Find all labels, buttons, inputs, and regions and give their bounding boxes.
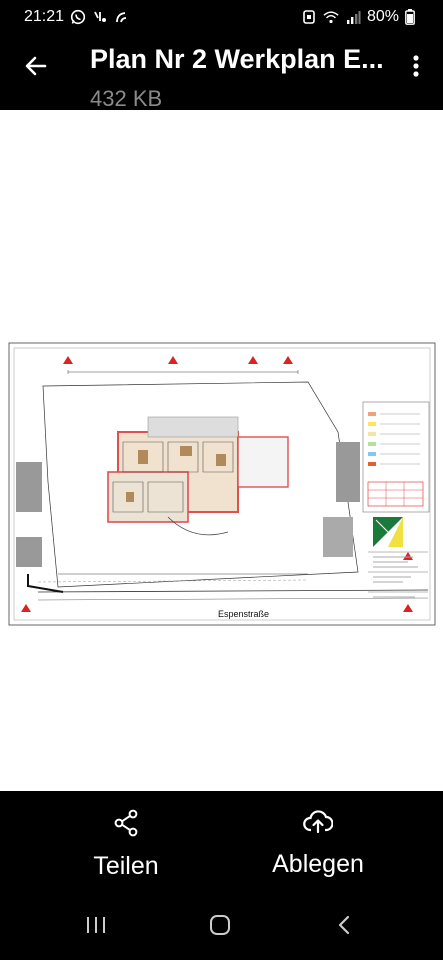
image-viewer[interactable]: Espenstraße [0,110,443,791]
recents-button[interactable] [76,913,116,941]
status-left: 21:21 [24,8,130,26]
file-title: Plan Nr 2 Werkplan E... [90,44,384,74]
status-bar: 21:21 80% [0,0,443,34]
cloud-upload-icon [303,809,334,840]
more-options-button[interactable] [401,50,431,86]
battery-percent: 80% [366,8,399,25]
share-label: Teilen [93,852,159,880]
floor-plan-image: Espenstraße [8,342,436,626]
whatsapp-icon [70,9,86,25]
share-icon [113,809,139,842]
status-right: 80% [301,8,421,26]
save-to-cloud-button[interactable]: Ablegen [248,809,388,879]
file-size: 432 KB [90,86,163,111]
recents-icon [86,916,106,939]
more-vertical-icon [412,53,420,84]
app-bar: Plan Nr 2 Werkplan E... 432 KB [0,34,443,111]
back-button[interactable] [16,48,56,88]
nfc-icon [301,9,317,25]
system-nav-bar [0,893,443,960]
battery-icon [405,9,421,25]
street-label: Espenstraße [218,609,269,619]
status-time: 21:21 [24,8,65,25]
wifi-icon [323,9,339,25]
home-icon [209,914,231,941]
arrow-left-icon [23,53,49,84]
action-bar: Teilen Ablegen [0,791,443,893]
share-button[interactable]: Teilen [56,809,196,881]
wifi-calling-icon [114,9,130,25]
signal-icon [345,9,361,25]
back-chevron-icon [337,915,351,940]
voicemail-icon [92,9,108,25]
save-label: Ablegen [272,850,364,878]
home-button[interactable] [200,913,240,941]
nav-back-button[interactable] [324,913,364,941]
